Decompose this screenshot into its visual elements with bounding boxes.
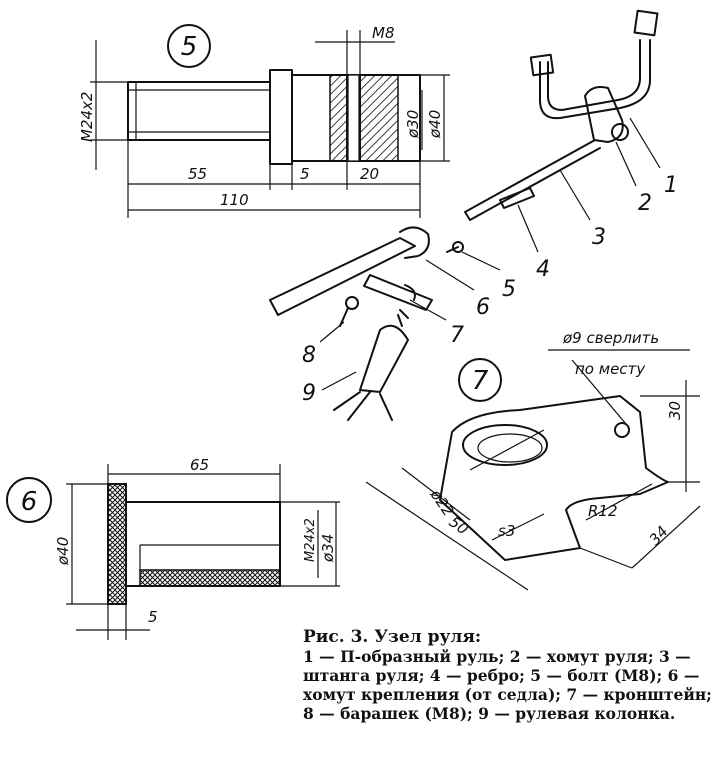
part7-note-drill: ø9 сверлить (562, 329, 659, 347)
part7-number-circle (458, 358, 502, 402)
part5-number: 5 (181, 32, 198, 62)
part5-number-circle (167, 24, 211, 68)
caption-title: Рис. 3. Узел руля: (303, 627, 482, 647)
callout-9: 9 (302, 381, 316, 406)
figure-caption: Рис. 3. Узел руля: 1 — П-образный руль; … (303, 627, 719, 724)
part5-dim-m8: M8 (372, 24, 395, 42)
part5-dim-5: 5 (300, 165, 310, 183)
part7-dim-s3: s3 (498, 522, 515, 540)
callout-6: 6 (476, 295, 490, 320)
part5-dim-d40: ø40 (426, 110, 444, 139)
part6-dim-d40: ø40 (54, 537, 72, 566)
assembly-sketch: 1 2 3 4 5 6 7 8 9 (269, 9, 678, 421)
part5-dim-55: 55 (188, 165, 207, 183)
part7-number: 7 (472, 366, 489, 396)
part6-drawing: 6 65 ø40 M24x2 ø34 5 (6, 456, 340, 640)
callout-3: 3 (592, 225, 606, 250)
part5-dim-20: 20 (360, 165, 379, 183)
part7-dim-30: 30 (666, 401, 684, 420)
part6-dim-65: 65 (190, 456, 209, 474)
callout-8: 8 (302, 343, 316, 368)
part5-dim-m24: M24x2 (78, 92, 96, 142)
part6-number-circle (6, 477, 52, 523)
part7-dim-50: 50 (446, 513, 472, 539)
part6-dim-5: 5 (148, 608, 158, 626)
part6-dim-m24: M24x2 (303, 518, 318, 562)
callout-1: 1 (664, 173, 678, 198)
callout-4: 4 (536, 257, 550, 282)
part5-drawing: 5 M8 M24x2 ø30 ø40 (78, 24, 450, 218)
part6-dim-d34: ø34 (319, 534, 337, 563)
part7-note-place: по месту (575, 360, 646, 378)
callout-2: 2 (638, 191, 652, 216)
callout-7: 7 (450, 323, 464, 348)
part7-dim-34: 34 (646, 522, 672, 548)
part5-dim-110: 110 (220, 191, 249, 209)
part6-number: 6 (21, 487, 38, 517)
part5-dim-d30: ø30 (404, 110, 422, 139)
part7-drawing: 7 ø9 сверлить по месту 30 ø22 50 s3 R12 … (365, 329, 701, 591)
caption-body: 1 — П-образный руль; 2 — хомут руля; 3 —… (303, 647, 712, 723)
callout-5: 5 (502, 277, 516, 302)
